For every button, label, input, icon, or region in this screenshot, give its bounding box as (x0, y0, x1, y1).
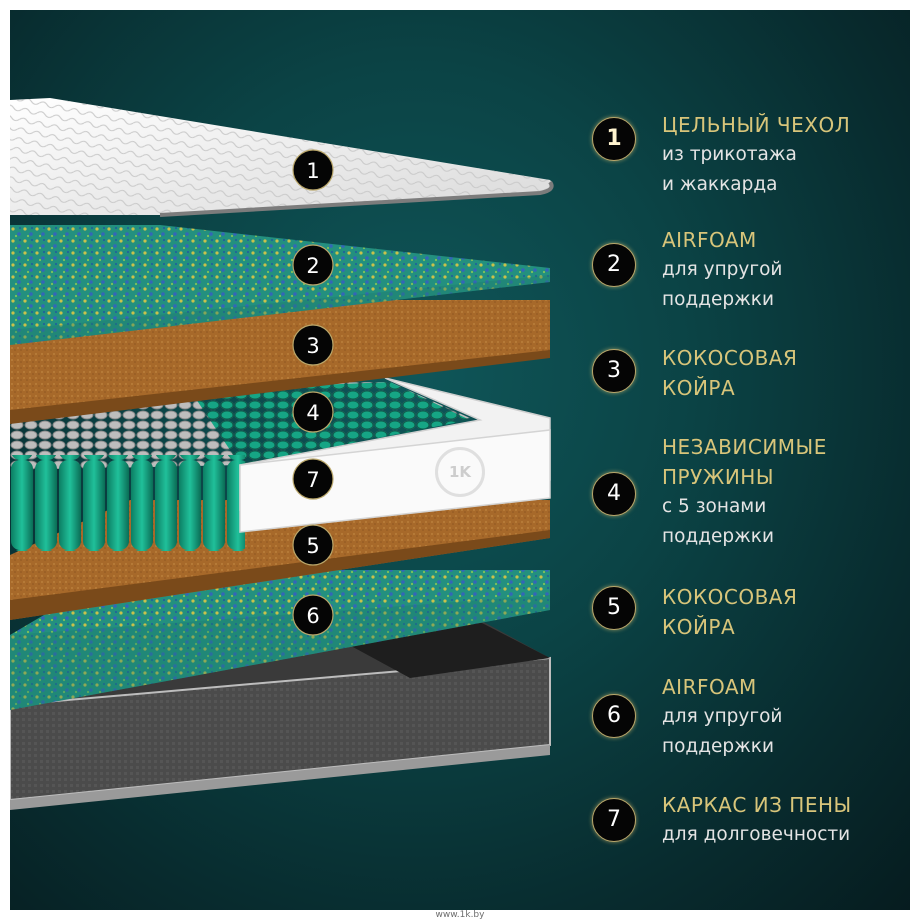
airfoam-bottom-layer (10, 570, 550, 710)
svg-text:2: 2 (306, 254, 319, 278)
legend-title-6: AIRFOAM (662, 675, 757, 699)
legend-line-5-1: КОЙРА (662, 615, 736, 639)
legend-line-7-1: для долговечности (662, 824, 851, 845)
diagram-badge-1: 1 (292, 149, 334, 191)
watermark-logo: 1K (435, 447, 485, 497)
diagram-badges: 1 2 3 4 7 (292, 149, 334, 636)
legend-item-2: 2 AIRFOAM для упругой поддержки (592, 225, 902, 315)
legend-line-6-1: для упругой (662, 706, 783, 727)
legend-line-6-2: поддержки (662, 736, 774, 757)
svg-text:4: 4 (306, 401, 319, 425)
legend-title-7: КАРКАС ИЗ ПЕНЫ (662, 793, 852, 817)
legend-line-4-2: с 5 зонами (662, 496, 767, 517)
legend-item-7: 7 КАРКАС ИЗ ПЕНЫ для долговечности (592, 790, 902, 854)
legend-item-4: 4 НЕЗАВИСИМЫЕ ПРУЖИНЫ с 5 зонами поддерж… (592, 432, 902, 552)
diagram-badge-4: 4 (292, 391, 334, 433)
legend-title-1: ЦЕЛЬНЫЙ ЧЕХОЛ (662, 113, 851, 137)
legend-item-5: 5 КОКОСОВАЯ КОЙРА (592, 582, 902, 672)
legend-line-2-2: поддержки (662, 289, 774, 310)
legend-badge-1: 1 (592, 117, 636, 161)
legend-line-1-1: из трикотажа (662, 144, 797, 165)
diagram-badge-7: 7 (292, 458, 334, 500)
legend-badge-2: 2 (592, 243, 636, 287)
legend-badge-3: 3 (592, 349, 636, 393)
legend-title-4: НЕЗАВИСИМЫЕ (662, 435, 827, 459)
diagram-badge-5: 5 (292, 524, 334, 566)
svg-text:5: 5 (306, 534, 319, 558)
legend-item-6: 6 AIRFOAM для упругой поддержки (592, 672, 902, 762)
diagram-badge-3: 3 (292, 324, 334, 366)
legend-title-3: КОКОСОВАЯ (662, 346, 798, 370)
legend-line-2-1: для упругой (662, 259, 783, 280)
diagram-badge-2: 2 (292, 244, 334, 286)
legend-line-1-2: и жаккарда (662, 174, 778, 195)
footer-credit: www.1k.by (435, 910, 485, 920)
svg-text:7: 7 (306, 468, 319, 492)
legend-title-2: AIRFOAM (662, 228, 757, 252)
legend-badge-6: 6 (592, 694, 636, 738)
legend-line-4-1: ПРУЖИНЫ (662, 465, 774, 489)
svg-text:1: 1 (306, 159, 319, 183)
airfoam-top-layer (10, 225, 550, 345)
legend-item-3: 3 КОКОСОВАЯ КОЙРА (592, 343, 902, 433)
coir-top-layer (10, 300, 550, 424)
diagram-badge-6: 6 (292, 594, 334, 636)
mattress-infographic: 1 2 3 4 7 (10, 10, 910, 910)
svg-text:6: 6 (306, 604, 319, 628)
legend-badge-4: 4 (592, 472, 636, 516)
legend-badge-7: 7 (592, 798, 636, 842)
legend-badge-5: 5 (592, 586, 636, 630)
legend-title-5: КОКОСОВАЯ (662, 585, 798, 609)
cover-layer (10, 98, 554, 217)
legend-item-1: 1 ЦЕЛЬНЫЙ ЧЕХОЛ из трикотажа и жаккарда (592, 110, 902, 200)
svg-text:3: 3 (306, 334, 319, 358)
legend-line-3-1: КОЙРА (662, 376, 736, 400)
legend-line-4-3: поддержки (662, 526, 774, 547)
